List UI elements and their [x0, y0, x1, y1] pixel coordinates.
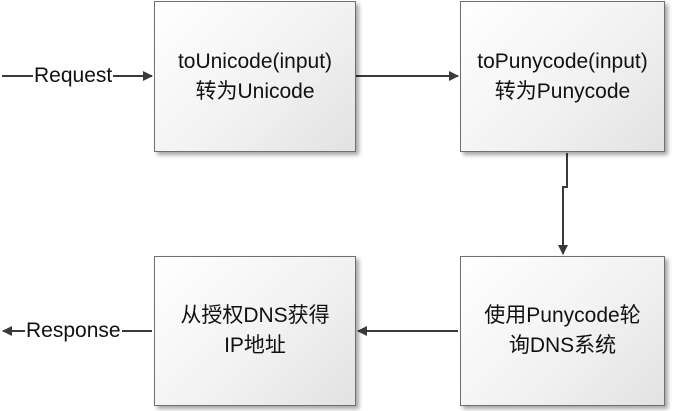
response-label: Response — [25, 319, 122, 343]
get-ip-line2: IP地址 — [224, 334, 286, 357]
arrow-punycode-to-dns — [558, 153, 568, 255]
to-punycode-line1: toPunycode(input) — [477, 49, 648, 73]
get-ip-line1: 从授权DNS获得 — [180, 304, 330, 327]
request-label: Request — [33, 64, 114, 88]
to-unicode-line2: 转为Unicode — [195, 79, 315, 103]
to-unicode-box: toUnicode(input) 转为Unicode — [154, 1, 356, 152]
query-dns-box: 使用Punycode轮 询DNS系统 — [460, 256, 665, 406]
get-ip-box: 从授权DNS获得 IP地址 — [154, 256, 356, 406]
to-punycode-box: toPunycode(input) 转为Punycode — [460, 1, 665, 152]
to-unicode-line1: toUnicode(input) — [177, 49, 333, 73]
query-dns-line2: 询DNS系统 — [508, 334, 617, 357]
query-dns-line1: 使用Punycode轮 — [484, 304, 641, 327]
to-punycode-line2: 转为Punycode — [494, 79, 631, 103]
